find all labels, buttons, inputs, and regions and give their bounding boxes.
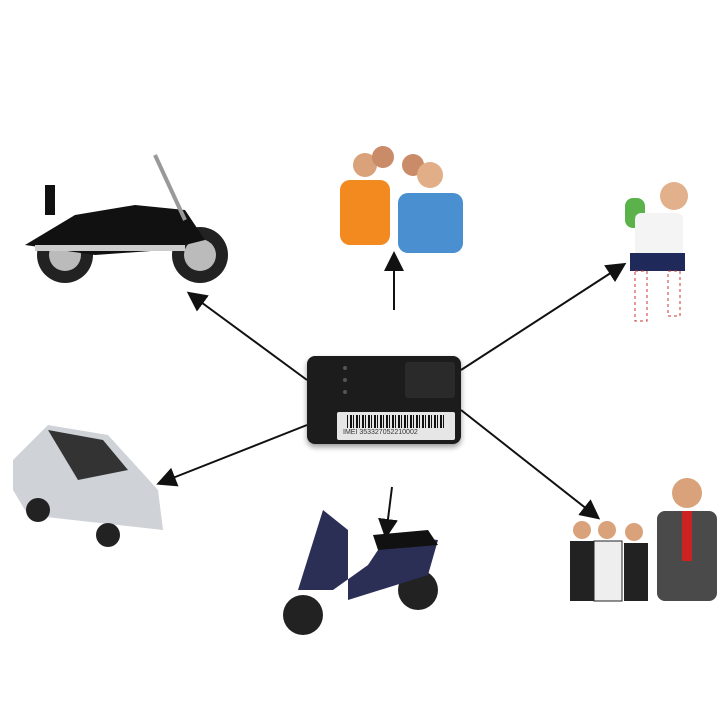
business-people-image: [570, 478, 717, 602]
sim-cover: [405, 362, 455, 398]
indicator-light: [343, 390, 347, 394]
imei-text: IMEI 353327052210002: [343, 429, 418, 436]
gps-tracker-device: IMEI 353327052210002: [307, 356, 461, 444]
arrow-child: [460, 262, 627, 371]
family-image: [340, 146, 463, 253]
car-image: [13, 425, 163, 547]
arrow-car: [156, 424, 308, 487]
motorcycle-image: [25, 154, 228, 283]
arrow-business: [460, 409, 601, 520]
indicator-light: [343, 366, 347, 370]
indicator-light: [343, 378, 347, 382]
scooter-image: [283, 510, 438, 635]
barcode: [347, 415, 445, 428]
child-image: [625, 182, 688, 322]
imei-label: IMEI 353327052210002: [337, 412, 455, 440]
arrow-motorcycle: [186, 291, 308, 381]
arrow-scooter: [378, 486, 398, 539]
